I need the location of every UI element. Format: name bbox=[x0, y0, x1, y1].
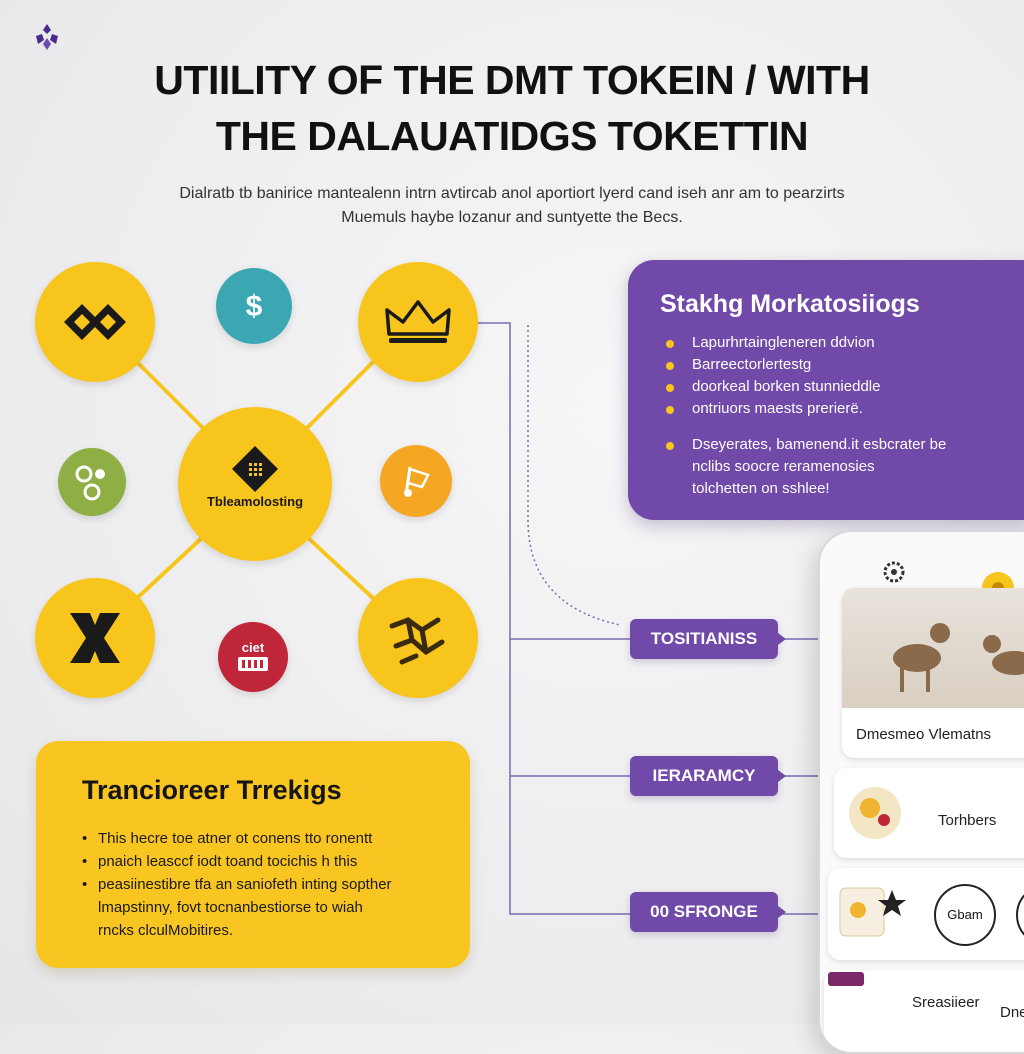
tag-positions[interactable]: TOSITIANISS bbox=[630, 619, 786, 659]
featured-caption: Dmesmeo Vlematns bbox=[856, 726, 992, 743]
node-top-right[interactable] bbox=[358, 262, 478, 382]
transfer-list: •This hecre toe atner ot conens tto rone… bbox=[82, 827, 462, 942]
list-item: lmapstinny, fovt tocnanbestiorse to wiah bbox=[98, 899, 363, 916]
settings-icon[interactable] bbox=[880, 558, 908, 586]
list-item: Lapurhrtaingleneren ddvion bbox=[666, 332, 996, 354]
phone-row-2[interactable]: Gbam bbox=[828, 868, 1024, 960]
network-icon bbox=[389, 617, 445, 665]
page-subtitle: Dialratb tb banirice mantealenn intrn av… bbox=[179, 185, 845, 226]
row3-label: Sreasiieer bbox=[912, 994, 980, 1011]
flag-icon bbox=[404, 466, 430, 497]
item-thumbnail-icon bbox=[849, 787, 901, 839]
node-dollar[interactable]: $ bbox=[216, 268, 292, 344]
phone-row-3[interactable]: Sreasiieer Dne bbox=[824, 970, 1024, 1052]
list-item: •pnaich leasccf iodt toand tocichis h th… bbox=[82, 853, 358, 870]
row2-secondary-button[interactable] bbox=[1016, 884, 1024, 946]
row3-badge bbox=[828, 972, 864, 986]
list-item: Barreectorlertestg bbox=[666, 354, 996, 376]
list-item: ontriuors maests prerierë. bbox=[666, 398, 996, 420]
page-title: UTIILITY OF THE DMT TOKEIN / WITH THE DA… bbox=[154, 57, 870, 159]
transfer-panel: Tranciorеer Trrekigs •This hecre toe atn… bbox=[36, 741, 470, 968]
row2-action-button[interactable]: Gbam bbox=[934, 884, 996, 946]
cross-arrows-icon bbox=[70, 613, 120, 663]
featured-card[interactable]: Dmesmeo Vlematns bbox=[842, 588, 1024, 758]
transfer-title: Tranciorеer Trrekigs bbox=[82, 775, 342, 805]
phone-row-1[interactable]: Torhbers bbox=[834, 768, 1024, 858]
dollar-icon: $ bbox=[246, 290, 263, 323]
staking-panel: Stakhg Morkatosiiogs Lapurhrtaingleneren… bbox=[628, 260, 1024, 520]
phone-mockup: Dmesmeo Vlematns Torhbers Gbam Sreasiiee… bbox=[818, 530, 1024, 1054]
list-item: •This hecre toe atner ot conens tto rone… bbox=[82, 830, 373, 847]
node-top-left[interactable] bbox=[35, 262, 155, 382]
recycle-icon bbox=[75, 465, 105, 501]
list-item: Dseyerates, bamenend.it esbcrater be bbox=[666, 434, 996, 456]
crown-icon bbox=[385, 300, 451, 343]
list-item: doorkeal borken stunnieddle bbox=[666, 376, 996, 398]
list-item: rncks clculMobitires. bbox=[98, 922, 234, 939]
tag-hierarchy[interactable]: IERARAMCY bbox=[630, 756, 786, 796]
featured-image bbox=[842, 588, 1024, 708]
node-recycle[interactable] bbox=[58, 448, 126, 516]
list-item: •peasiinestibre tfa an saniofeth inting … bbox=[82, 876, 392, 893]
node-bottom-right[interactable] bbox=[358, 578, 478, 698]
animals-illustration bbox=[893, 623, 1024, 692]
ticket-label: ciet bbox=[241, 640, 265, 655]
svg-text:$: $ bbox=[246, 290, 263, 323]
row1-label: Torhbers bbox=[938, 812, 997, 829]
hub-label: Tbleamolosting bbox=[206, 494, 304, 509]
row3-extra: Dne bbox=[1000, 1004, 1024, 1021]
list-item: nclibs soocre reramenosies bbox=[692, 458, 875, 475]
item-thumbnail-icon bbox=[839, 887, 906, 937]
chip-icon bbox=[232, 446, 278, 492]
ticket-icon bbox=[238, 657, 268, 671]
staking-list: Lapurhrtaingleneren ddvion Barreectorler… bbox=[666, 332, 996, 500]
node-ticket[interactable]: ciet bbox=[218, 622, 288, 692]
node-flag[interactable] bbox=[380, 445, 452, 517]
tag-storage[interactable]: 00 SFRONGE bbox=[630, 892, 786, 932]
diamond-pair-icon bbox=[64, 304, 126, 340]
hub-node[interactable] bbox=[178, 407, 332, 561]
brand-logo-icon bbox=[36, 24, 58, 50]
staking-title: Stakhg Morkatosiiogs bbox=[660, 290, 920, 318]
node-bottom-left[interactable] bbox=[35, 578, 155, 698]
list-item: tolchetten on sshlee! bbox=[692, 480, 830, 497]
